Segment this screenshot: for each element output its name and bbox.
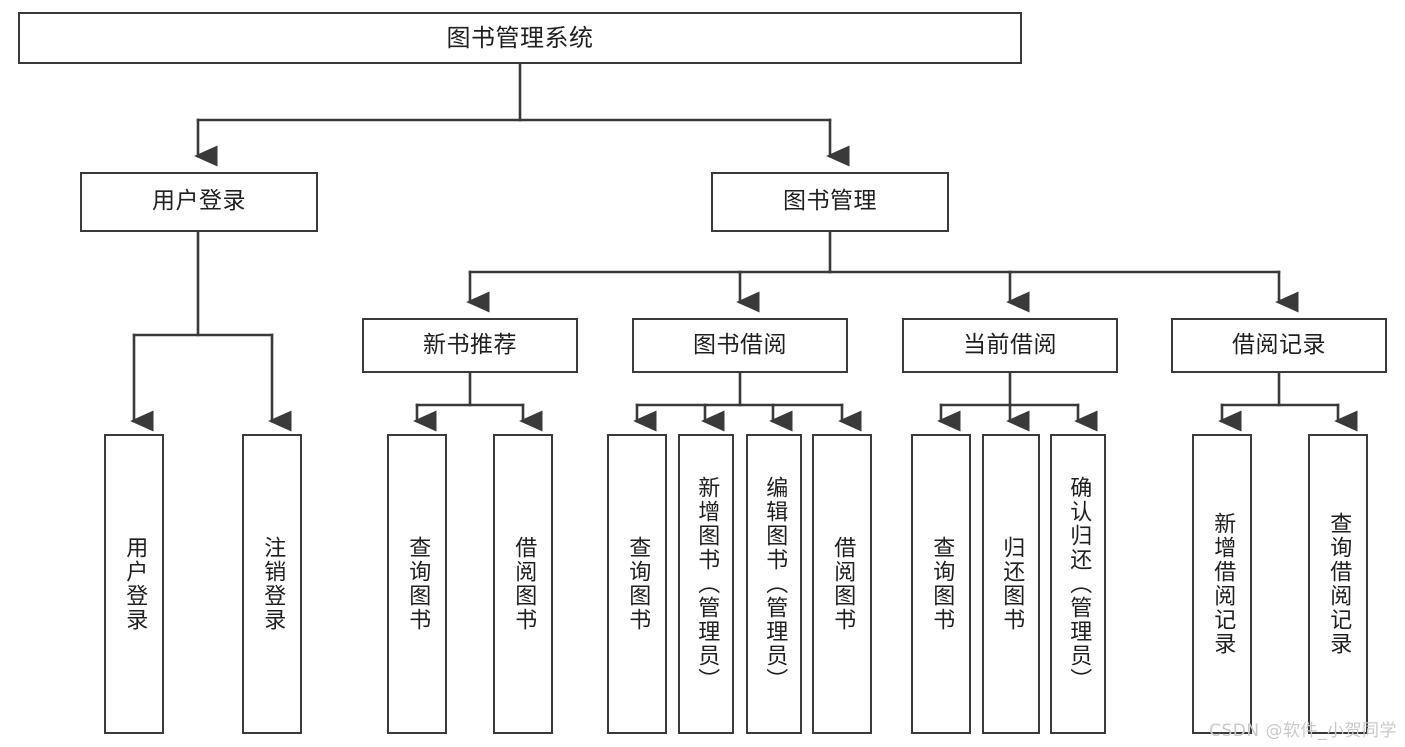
leaf-add-book-label: 新增图书（管理员） <box>694 476 720 692</box>
leaf-query-book-borrow-label: 查询图书 <box>625 536 651 632</box>
csdn-watermark: CSDN @软件_小贺同学 <box>1209 721 1397 741</box>
node-current-borrow-label: 当前借阅 <box>963 331 1057 358</box>
node-user-login[interactable]: 用户登录 <box>80 172 318 232</box>
leaf-query-book-recommend-label: 查询图书 <box>405 536 431 632</box>
node-new-book-recommend-label: 新书推荐 <box>423 331 517 358</box>
leaf-user-logout[interactable]: 注销登录 <box>242 434 302 734</box>
node-new-book-recommend[interactable]: 新书推荐 <box>362 318 578 373</box>
leaf-confirm-return[interactable]: 确认归还（管理员） <box>1050 434 1106 734</box>
node-user-login-label: 用户登录 <box>152 188 246 215</box>
node-book-borrow[interactable]: 图书借阅 <box>632 318 848 373</box>
leaf-add-book[interactable]: 新增图书（管理员） <box>678 434 734 734</box>
leaf-return-book-label: 归还图书 <box>999 536 1025 632</box>
leaf-edit-book[interactable]: 编辑图书（管理员） <box>746 434 802 734</box>
leaf-query-book-borrow[interactable]: 查询图书 <box>607 434 667 734</box>
node-book-borrow-label: 图书借阅 <box>693 331 787 358</box>
node-book-manage[interactable]: 图书管理 <box>711 172 949 232</box>
leaf-user-login[interactable]: 用户登录 <box>104 434 164 734</box>
leaf-return-book[interactable]: 归还图书 <box>982 434 1040 734</box>
leaf-query-borrow-record[interactable]: 查询借阅记录 <box>1308 434 1368 734</box>
leaf-confirm-return-label: 确认归还（管理员） <box>1066 476 1092 692</box>
leaf-borrow-book-recommend-label: 借阅图书 <box>511 536 537 632</box>
leaf-borrow-book-recommend[interactable]: 借阅图书 <box>493 434 553 734</box>
node-book-manage-label: 图书管理 <box>783 188 877 215</box>
leaf-borrow-book-label: 借阅图书 <box>830 536 856 632</box>
leaf-add-borrow-record[interactable]: 新增借阅记录 <box>1192 434 1252 734</box>
leaf-user-login-label: 用户登录 <box>122 536 148 632</box>
node-root[interactable]: 图书管理系统 <box>18 12 1022 64</box>
leaf-borrow-book[interactable]: 借阅图书 <box>812 434 872 734</box>
leaf-query-borrow-record-label: 查询借阅记录 <box>1326 512 1352 656</box>
leaf-add-borrow-record-label: 新增借阅记录 <box>1210 512 1236 656</box>
node-borrow-record-label: 借阅记录 <box>1232 331 1326 358</box>
leaf-query-book-recommend[interactable]: 查询图书 <box>387 434 447 734</box>
node-root-label: 图书管理系统 <box>446 23 594 52</box>
leaf-query-book-current-label: 查询图书 <box>929 536 955 632</box>
leaf-query-book-current[interactable]: 查询图书 <box>911 434 971 734</box>
node-current-borrow[interactable]: 当前借阅 <box>902 318 1118 373</box>
node-borrow-record[interactable]: 借阅记录 <box>1171 318 1387 373</box>
leaf-edit-book-label: 编辑图书（管理员） <box>762 476 788 692</box>
leaf-user-logout-label: 注销登录 <box>260 536 286 632</box>
